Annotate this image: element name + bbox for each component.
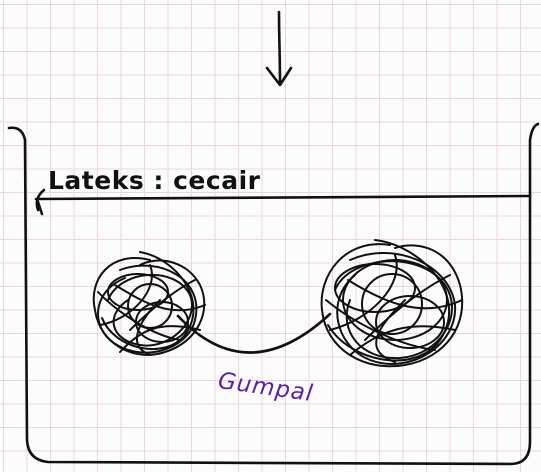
liquid-level-line [34, 194, 532, 201]
down-arrow-shaft [277, 10, 282, 86]
right-clump [320, 239, 464, 368]
liquid-level-arrowhead [35, 188, 46, 216]
latex-liquid-label: Lateks : cecair [48, 166, 261, 195]
left-clump [92, 251, 206, 356]
down-arrow-head [265, 66, 293, 87]
beaker-outline [7, 122, 540, 466]
